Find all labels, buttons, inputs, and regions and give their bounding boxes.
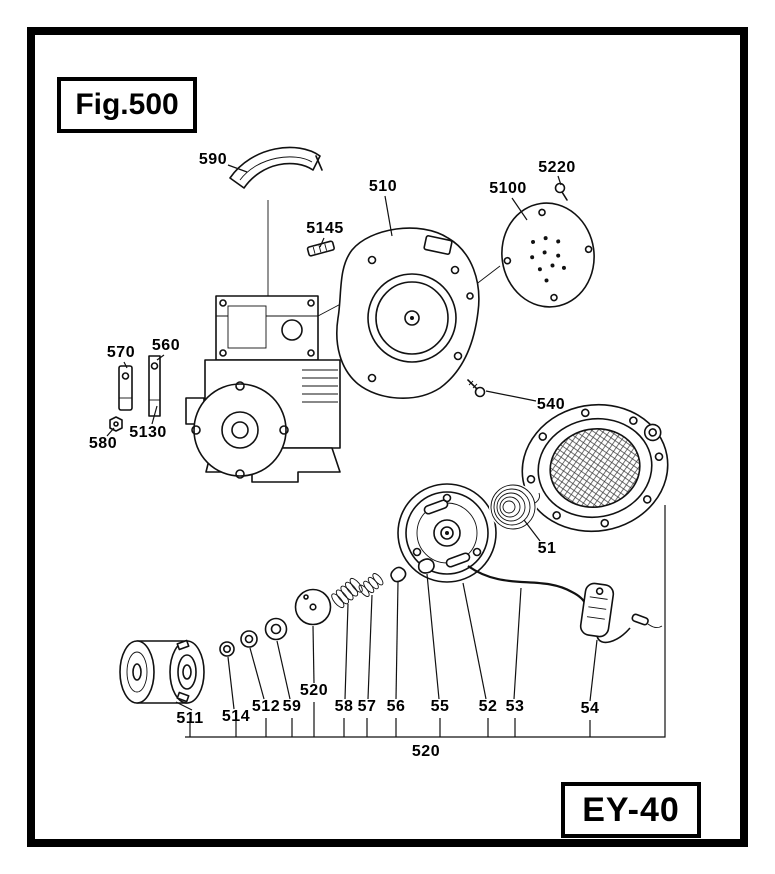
part-54-grip (579, 582, 615, 638)
callout-540: 540 (536, 396, 566, 413)
part-590-cover (229, 146, 323, 189)
callout-510: 510 (368, 178, 398, 195)
callout-5130: 5130 (129, 424, 167, 441)
part-511-cup (119, 639, 205, 704)
part-580-bolt (109, 416, 123, 432)
part-51-spiral-spring (489, 483, 540, 531)
part-5145-plate (306, 240, 335, 257)
model-number-box: EY-40 (561, 782, 701, 838)
callout-570: 570 (106, 344, 136, 361)
callout-54: 54 (580, 700, 600, 717)
part-57-spring (358, 573, 384, 597)
part-510-fan-cover (336, 227, 480, 399)
model-number-label: EY-40 (582, 790, 680, 829)
callout-511: 511 (176, 710, 204, 727)
callout-512: 512 (251, 698, 281, 715)
group-bracket-520 (185, 505, 666, 738)
callout-55: 55 (430, 698, 450, 715)
part-52-pulley (397, 483, 497, 583)
part-514-nut (219, 641, 235, 657)
callout-5220: 5220 (538, 159, 576, 176)
part-5100-plate (501, 202, 595, 308)
part-rope-end (596, 613, 663, 644)
part-570-bracket (118, 365, 133, 411)
part-screen-housing (521, 403, 669, 533)
part-engine-block (185, 295, 341, 483)
figure-number-label: Fig.500 (75, 88, 179, 121)
callout-58: 58 (334, 698, 354, 715)
figure-number-box: Fig.500 (57, 77, 197, 133)
part-56-pawl (390, 566, 407, 583)
callout-57: 57 (357, 698, 377, 715)
part-55-pawl (417, 558, 435, 574)
part-59-washer (264, 617, 288, 641)
callout-52: 52 (478, 698, 498, 715)
callout-580: 580 (88, 435, 118, 452)
part-starter-rope (467, 565, 588, 606)
callout-560: 560 (151, 337, 181, 354)
callout-51: 51 (537, 540, 557, 557)
part-520-disc (294, 588, 332, 626)
callout-514: 514 (221, 708, 251, 725)
part-58-spring (331, 577, 363, 609)
part-540-bolt (467, 379, 486, 398)
callout-56: 56 (386, 698, 406, 715)
leader-lines (106, 164, 598, 711)
callout-520-bottom: 520 (411, 743, 441, 760)
callout-5100: 5100 (489, 180, 527, 197)
callout-590: 590 (198, 151, 228, 168)
callout-53: 53 (505, 698, 525, 715)
callout-5145: 5145 (306, 220, 344, 237)
callout-520-top: 520 (299, 682, 329, 699)
part-512-washer (240, 630, 258, 648)
callout-59: 59 (282, 698, 302, 715)
page-border (27, 27, 748, 847)
